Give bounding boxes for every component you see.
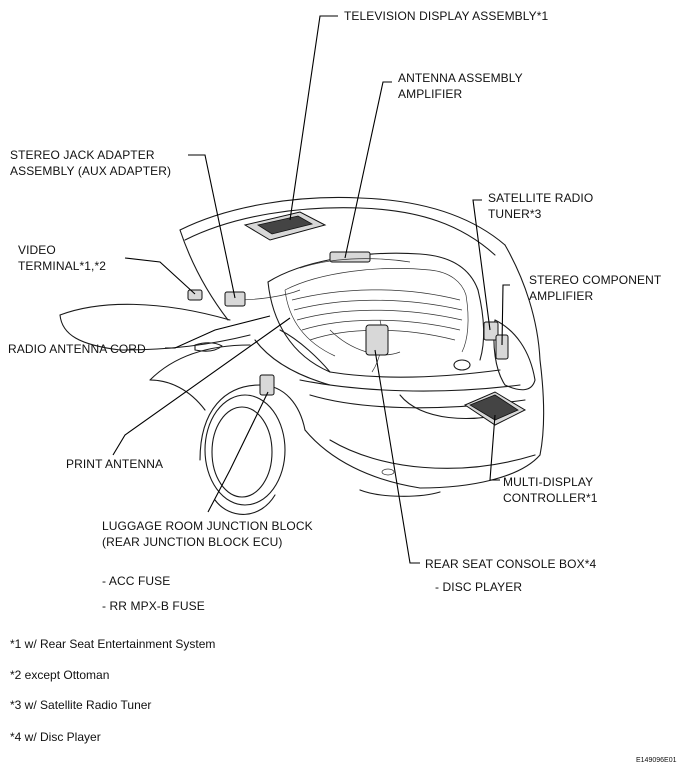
label-print-antenna: PRINT ANTENNA [66,457,164,471]
footnote-3: *3 w/ Satellite Radio Tuner [10,698,152,712]
footnote-2: *2 except Ottoman [10,668,110,682]
stereo-jack-part [224,291,246,307]
label-rr-mpx-fuse: - RR MPX-B FUSE [102,599,205,613]
label-antenna-amplifier: AMPLIFIER [398,87,463,101]
label-multi-display-controller: CONTROLLER*1 [503,491,598,505]
label-stereo-jack-adapter: STEREO JACK ADAPTER [10,148,155,162]
junction-block-part [259,374,275,396]
label-satellite-radio: SATELLITE RADIO [488,191,594,205]
label-disc-player: - DISC PLAYER [435,580,523,594]
label-stereo-component: STEREO COMPONENT [529,273,662,287]
television-display-part [243,211,327,241]
label-rear-junction-ecu: (REAR JUNCTION BLOCK ECU) [102,535,283,549]
label-acc-fuse: - ACC FUSE [102,574,171,588]
label-video-terminal: TERMINAL*1,*2 [18,259,106,273]
label-multi-display: MULTI-DISPLAY [503,475,594,489]
antenna-amplifier-part [299,251,411,269]
satellite-tuner-part [483,321,499,341]
label-radio-antenna-cord: RADIO ANTENNA CORD [8,342,146,356]
video-terminal-part [187,289,203,301]
label-video: VIDEO [18,243,56,257]
label-stereo-jack-assembly: ASSEMBLY (AUX ADAPTER) [10,164,172,178]
footnote-4: *4 w/ Disc Player [10,730,101,744]
multi-display-controller-part [463,391,527,426]
label-rear-seat-console: REAR SEAT CONSOLE BOX*4 [425,557,597,571]
leader-lines [112,15,510,564]
label-stereo-component-amplifier: AMPLIFIER [529,289,594,303]
rear-console-part [365,324,389,356]
label-satellite-tuner: TUNER*3 [488,207,542,221]
figure-code: E149096E01 [636,757,677,764]
label-antenna-assembly: ANTENNA ASSEMBLY [398,71,523,85]
label-television-display: TELEVISION DISPLAY ASSEMBLY*1 [344,9,549,23]
footnote-1: *1 w/ Rear Seat Entertainment System [10,637,216,651]
label-luggage-room-junction: LUGGAGE ROOM JUNCTION BLOCK [102,519,313,533]
